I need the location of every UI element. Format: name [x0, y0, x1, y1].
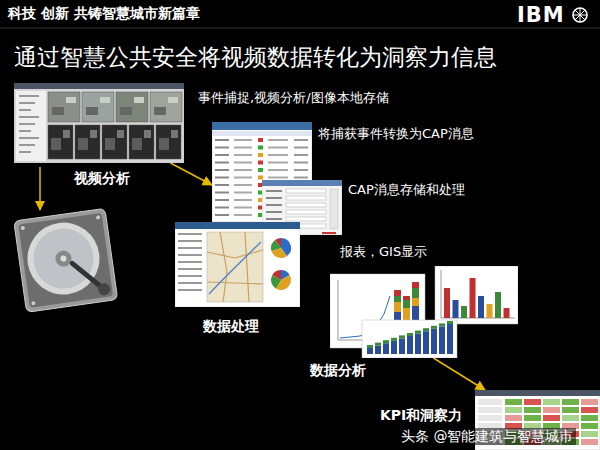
- screenshot-panel: 视频分析: [14, 83, 184, 163]
- step-note: 事件捕捉,视频分析/图像本地存储: [198, 90, 389, 106]
- panel-label: 数据分析: [310, 362, 366, 379]
- screenshot-picture: [14, 83, 184, 163]
- screenshot-panel: 数据处理: [175, 222, 300, 307]
- header-text: 科技 创新 共铸智慧城市新篇章: [8, 5, 200, 22]
- storage-arrow: [39, 167, 41, 210]
- panel-label: 数据处理: [203, 318, 259, 335]
- watermark: 头条 @智能建筑与智慧城市: [398, 428, 576, 445]
- slide-title: 通过智慧公共安全将视频数据转化为洞察力信息: [14, 44, 497, 72]
- flow-arrow: [170, 163, 212, 185]
- ibm-globe-icon: [573, 8, 587, 22]
- logo-text: IBM: [517, 3, 565, 28]
- screenshot-picture: [330, 266, 518, 358]
- panel-label: 报表，GIS显示: [340, 244, 427, 260]
- screenshot-panel: 报表，GIS显示数据分析: [330, 266, 518, 358]
- panel-label: CAP消息存储和处理: [348, 182, 465, 198]
- header-rule: [0, 28, 600, 29]
- screenshot-picture: [175, 222, 300, 307]
- panel-label: 视频分析: [74, 170, 130, 187]
- panel-label: 将捕获事件转换为CAP消息: [318, 126, 474, 142]
- flow-arrow: [433, 358, 485, 390]
- panel-label: KPI和洞察力: [380, 407, 462, 424]
- hard-drive-picture: [14, 208, 118, 312]
